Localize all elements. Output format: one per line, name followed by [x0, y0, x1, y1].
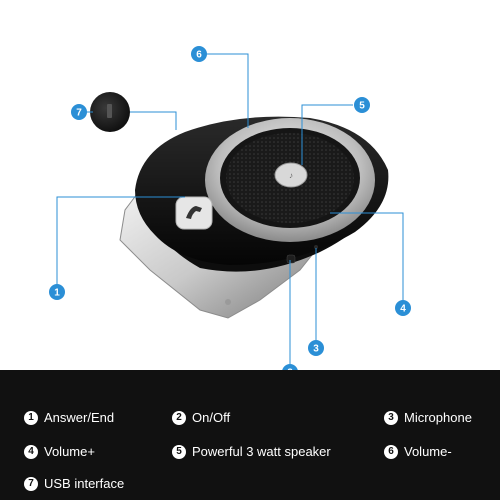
legend-number-2: 2: [172, 410, 186, 425]
legend-number-1: 1: [24, 410, 38, 425]
svg-text:♪: ♪: [289, 171, 293, 180]
callout-badge-1-text: 1: [54, 288, 60, 299]
legend-item-4: 4 Volume+: [24, 444, 95, 459]
speaker-center-button[interactable]: [274, 162, 308, 188]
legend-label-speaker: Powerful 3 watt speaker: [192, 444, 331, 459]
legend-label-usb: USB interface: [44, 476, 125, 491]
callout-badge-4-text: 4: [400, 304, 406, 315]
usb-port: [107, 104, 112, 118]
callout-lines: [56, 53, 404, 370]
speakerphone-diagram: ♪ 7: [49, 46, 411, 370]
callout-badge-5-text: 5: [359, 101, 365, 112]
callout-badge-4: 4: [395, 300, 411, 316]
answer-end-button[interactable]: [175, 196, 213, 230]
legend-number-5: 5: [172, 444, 186, 459]
callout-badge-3-text: 3: [313, 344, 319, 355]
legend-label-volume-plus: Volume+: [44, 444, 95, 459]
callout-badge-1: 1: [49, 284, 65, 300]
product-illustration: ♪ 7: [49, 46, 411, 370]
legend-number-3: 3: [384, 410, 398, 425]
power-switch[interactable]: [286, 254, 296, 264]
legend-label-volume-minus: Volume-: [404, 444, 452, 459]
phone-icon: [186, 206, 202, 219]
legend-item-7: 7 USB interface: [24, 476, 124, 491]
legend-panel: 1 Answer/End 2 On/Off 3 Microphone 4 Vol…: [0, 370, 500, 500]
callout-badge-7-text: 7: [76, 108, 82, 119]
legend-number-4: 4: [24, 444, 38, 459]
legend-label-microphone: Microphone: [404, 410, 472, 425]
callout-badge-3: 3: [308, 340, 324, 356]
legend-item-3: 3 Microphone: [384, 410, 472, 425]
legend-number-6: 6: [384, 444, 398, 459]
callout-badge-7: 7: [71, 104, 87, 120]
callout-badge-5: 5: [354, 97, 370, 113]
legend-item-6: 6 Volume-: [384, 444, 452, 459]
device-body-side: [135, 185, 385, 272]
legend-number-7: 7: [24, 476, 38, 491]
callout-badge-6-text: 6: [196, 50, 202, 61]
callout-badge-6: 6: [191, 46, 207, 62]
legend-label-answer-end: Answer/End: [44, 410, 115, 425]
microphone-hole: [314, 245, 318, 249]
legend-label-on-off: On/Off: [192, 410, 231, 425]
legend-item-1: 1 Answer/End: [24, 410, 114, 425]
clip-screw: [225, 299, 231, 305]
legend-item-2: 2 On/Off: [172, 410, 230, 425]
legend-item-5: 5 Powerful 3 watt speaker: [172, 444, 331, 459]
